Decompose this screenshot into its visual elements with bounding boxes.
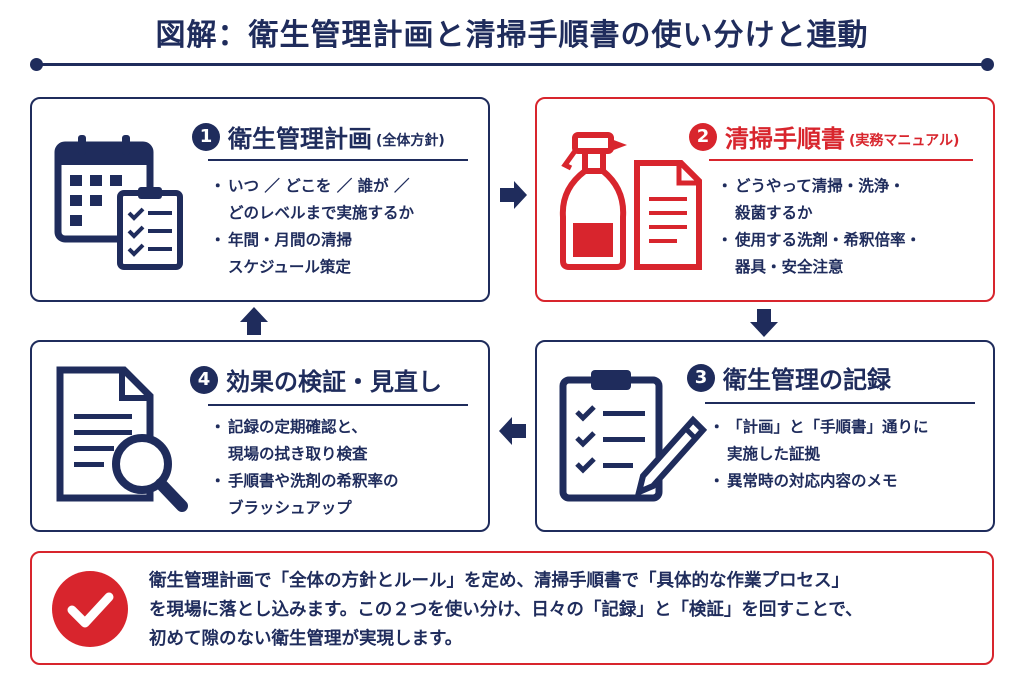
clipboard-pen-icon [559,370,707,502]
bullet-item: ・どうやって清掃・洗浄・ [717,177,905,195]
step-number-badge: 1 [192,122,220,151]
bullet-item: ・「計画」と「手順書」通りに [709,418,929,436]
title-rule-dot-right [981,58,994,71]
summary-text: 衛生管理計画で「全体の方針とルール」を定め、清掃手順書で「具体的な作業プロセス」… [149,567,989,654]
card-hygiene-records: 3 衛生管理の記録 ・「計画」と「手順書」通りに 実施した証拠 ・異常時の対応内… [535,340,995,532]
bullet-item-cont: スケジュール策定 [228,258,351,276]
card-subtitle: (全体方針) [376,132,445,149]
summary-line: を現場に落とし込みます。この２つを使い分け、日々の「記録」と「検証」を回すことで… [149,600,863,620]
card-title-rule [705,402,975,404]
arrow-left-icon [499,417,526,445]
summary-line: 初めて隙のない衛生管理が実現します。 [149,629,463,649]
summary-box: 衛生管理計画で「全体の方針とルール」を定め、清掃手順書で「具体的な作業プロセス」… [30,551,994,665]
card-hygiene-plan: 1 衛生管理計画 (全体方針) ・いつ ／ どこを ／ 誰が ／ どのレベルまで… [30,97,490,302]
arrow-up-icon [240,307,268,335]
card-subtitle: (実務マニュアル) [849,132,960,149]
bullet-item-cont: 殺菌するか [735,204,813,222]
card-verification-review: 4 効果の検証・見直し ・記録の定期確認と、 現場の拭き取り検査 ・手順書や洗剤… [30,340,490,532]
step-number-badge: 2 [689,122,717,151]
title-rule [36,63,988,66]
bullet-item: ・記録の定期確認と、 [210,418,367,436]
bullet-item: ・使用する洗剤・希釈倍率・ [717,231,922,249]
title-rule-dot-left [30,58,43,71]
step-number-badge: 4 [190,365,218,394]
card-title: 効果の検証・見直し [226,368,442,396]
card-title: 清掃手順書 [725,125,845,153]
card-title-rule [208,404,468,406]
document-magnifier-icon [56,366,188,512]
summary-line: 衛生管理計画で「全体の方針とルール」を定め、清掃手順書で「具体的な作業プロセス」 [149,571,849,591]
page-title: 図解：衛生管理計画と清掃手順書の使い分けと連動 [155,18,869,53]
bullet-item: ・手順書や洗剤の希釈率の [210,472,399,490]
bullet-item-cont: 現場の拭き取り検査 [228,445,368,463]
card-title: 衛生管理計画 [228,125,372,153]
bullet-item-cont: 器具・安全注意 [735,258,844,276]
card-title-rule [208,159,468,161]
bullet-item: ・いつ ／ どこを ／ 誰が ／ [210,177,410,195]
arrow-right-icon [500,181,527,209]
spray-bottle-document-icon [559,132,702,270]
calendar-checklist-icon [54,135,183,270]
step-number-badge: 3 [687,363,715,392]
card-cleaning-manual: 2 清掃手順書 (実務マニュアル) ・どうやって清掃・洗浄・ 殺菌するか ・使用… [535,97,995,302]
bullet-item: ・異常時の対応内容のメモ [709,472,898,490]
bullet-item-cont: 実施した証拠 [727,445,821,463]
bullet-item-cont: どのレベルまで実施するか [228,204,415,222]
check-circle-icon [52,571,128,647]
card-title: 衛生管理の記録 [723,366,891,394]
bullet-item: ・年間・月間の清掃 [210,231,353,249]
arrow-down-icon [750,309,778,337]
bullet-item-cont: ブラッシュアップ [228,499,352,517]
card-title-rule [709,159,973,161]
